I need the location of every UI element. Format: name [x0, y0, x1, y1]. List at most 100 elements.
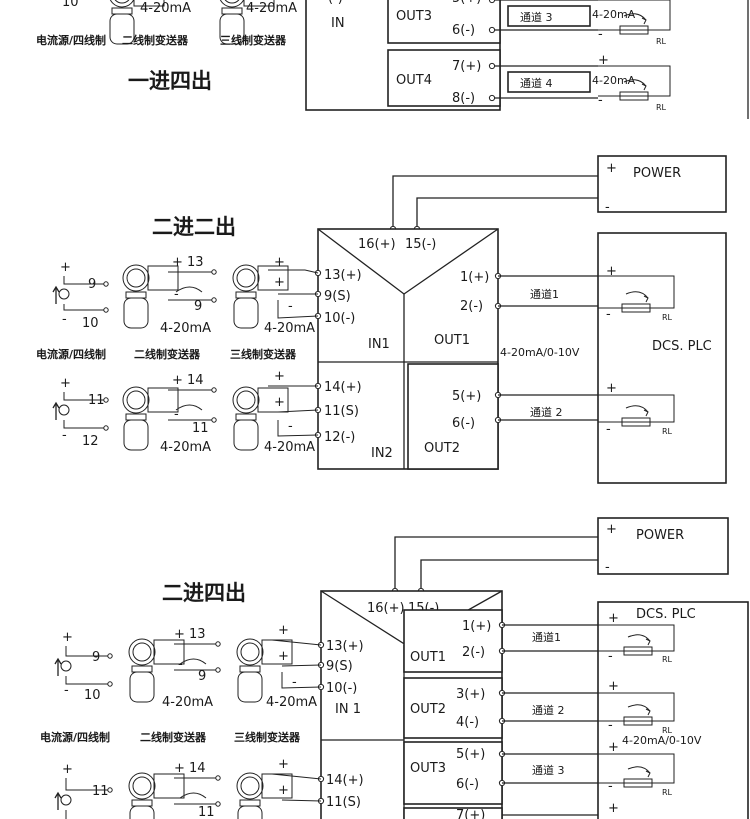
s3-dcs-label: DCS. PLC	[636, 607, 696, 622]
s1-ma-3w: 4-20mA	[246, 1, 297, 16]
s2-title: 二进二出	[152, 215, 236, 239]
svg-text:8(-): 8(-)	[452, 91, 475, 106]
svg-text:+: +	[62, 762, 73, 777]
svg-text:-: -	[174, 407, 179, 422]
svg-text:+: +	[274, 255, 285, 270]
svg-text:-: -	[605, 560, 610, 575]
svg-text:-: -	[64, 683, 69, 698]
s2-power-label: POWER	[633, 166, 681, 181]
svg-text:-: -	[608, 779, 613, 794]
svg-text:10: 10	[84, 688, 101, 703]
s1-out4-label: OUT4	[396, 73, 432, 88]
s1-ch3-label: 通道 3	[520, 10, 553, 24]
s2-current-source-label: 电流源/四线制	[36, 347, 106, 361]
svg-text:5(+): 5(+)	[456, 747, 485, 762]
s1-in-label: IN	[331, 16, 345, 31]
svg-text:9(S): 9(S)	[326, 659, 353, 674]
svg-text:+: +	[62, 630, 73, 645]
svg-text:+ 14: + 14	[174, 761, 206, 776]
s1-out3-box	[387, 0, 501, 44]
svg-text:+: +	[608, 611, 619, 626]
svg-text:4-20mA: 4-20mA	[264, 440, 315, 455]
s1-ch4-label: 通道 4	[520, 76, 553, 90]
svg-text:5(+): 5(+)	[452, 389, 481, 404]
svg-text:13(+): 13(+)	[326, 639, 364, 654]
svg-text:+: +	[606, 381, 617, 396]
svg-text:+: +	[60, 376, 71, 391]
svg-text:6(-): 6(-)	[452, 416, 475, 431]
svg-text:5(+): 5(+)	[452, 0, 481, 6]
s3-out1-label: OUT1	[410, 650, 446, 665]
svg-text:1(+): 1(+)	[460, 270, 489, 285]
s2-dcs-box	[597, 232, 727, 484]
svg-text:6(-): 6(-)	[452, 23, 475, 38]
svg-text:RL: RL	[662, 726, 673, 735]
s2-out1-label: OUT1	[434, 333, 470, 348]
s3-ma-out: 4-20mA/0-10V	[622, 734, 702, 747]
s3-three-wire-label: 三线制变送器	[234, 730, 301, 744]
s1-title: 一进四出	[128, 69, 212, 93]
s2-pin-16: 16(+)	[358, 237, 396, 252]
svg-text:-: -	[288, 299, 293, 314]
svg-text:+ 13: + 13	[174, 627, 206, 642]
s3-ch2-label: 通道 2	[532, 703, 565, 717]
s2-dcs-label: DCS. PLC	[652, 339, 712, 354]
s3-ch1-label: 通道1	[532, 630, 561, 644]
svg-text:10(-): 10(-)	[324, 311, 355, 326]
svg-text:+: +	[608, 679, 619, 694]
svg-text:+: +	[606, 264, 617, 279]
svg-text:-: -	[605, 200, 610, 215]
s3-out3-label: OUT3	[410, 761, 446, 776]
section-2: POWER + - 二进二出 16(+) 15(-) 13(+) 9(S) 10…	[36, 155, 727, 484]
svg-text:-: -	[606, 422, 611, 437]
svg-text:10(-): 10(-)	[326, 681, 357, 696]
s3-out2-label: OUT2	[410, 702, 446, 717]
s2-ch2-label: 通道 2	[530, 405, 563, 419]
svg-text:6(-): 6(-)	[456, 777, 479, 792]
svg-text:4-20mA: 4-20mA	[160, 321, 211, 336]
svg-text:14(+): 14(+)	[326, 773, 364, 788]
svg-text:7(+): 7(+)	[452, 59, 481, 74]
svg-text:+: +	[278, 783, 289, 798]
svg-text:14(+): 14(+)	[324, 380, 362, 395]
svg-text:4-20mA: 4-20mA	[160, 440, 211, 455]
s2-in2-label: IN2	[371, 446, 393, 461]
svg-text:11(S): 11(S)	[324, 404, 359, 419]
svg-text:-: -	[62, 312, 67, 327]
s1-two-wire-label: 二线制变送器	[122, 33, 189, 47]
s2-ma-out: 4-20mA/0-10V	[500, 346, 580, 359]
svg-text:11: 11	[92, 784, 109, 799]
svg-text:10: 10	[82, 316, 99, 331]
s1-current-source-label: 电流源/四线制	[36, 33, 106, 47]
s1-out4-box	[387, 49, 501, 107]
svg-text:+: +	[608, 801, 619, 816]
svg-text:-: -	[174, 287, 179, 302]
svg-text:2(-): 2(-)	[460, 299, 483, 314]
svg-text:9: 9	[198, 669, 206, 684]
svg-text:-: -	[62, 428, 67, 443]
svg-text:+: +	[608, 740, 619, 755]
s2-power-box	[597, 155, 727, 213]
s3-power-label: POWER	[636, 528, 684, 543]
svg-text:1(+): 1(+)	[462, 619, 491, 634]
svg-text:3(+): 3(+)	[456, 687, 485, 702]
s1-three-wire-label: 三线制变送器	[220, 33, 287, 47]
svg-text:(-): (-)	[328, 0, 343, 6]
svg-text:+: +	[60, 260, 71, 275]
svg-text:-: -	[608, 718, 613, 733]
svg-text:12(-): 12(-)	[324, 430, 355, 445]
svg-text:4-20mA: 4-20mA	[162, 695, 213, 710]
svg-text:9: 9	[92, 650, 100, 665]
svg-text:+: +	[278, 623, 289, 638]
svg-text:-: -	[606, 307, 611, 322]
s2-three-wire-label: 三线制变送器	[230, 347, 297, 361]
svg-text:4-20mA: 4-20mA	[264, 321, 315, 336]
svg-text:4-20mA: 4-20mA	[592, 74, 636, 87]
s2-ch1-label: 通道1	[530, 287, 559, 301]
s3-in1-label: IN 1	[335, 702, 361, 717]
svg-text:-: -	[598, 93, 603, 108]
svg-text:+: +	[606, 161, 617, 176]
section-3: POWER + - 二进四出 16(+) 15(-) 13(+) 9(S) 10…	[40, 517, 749, 819]
svg-text:RL: RL	[662, 427, 673, 436]
